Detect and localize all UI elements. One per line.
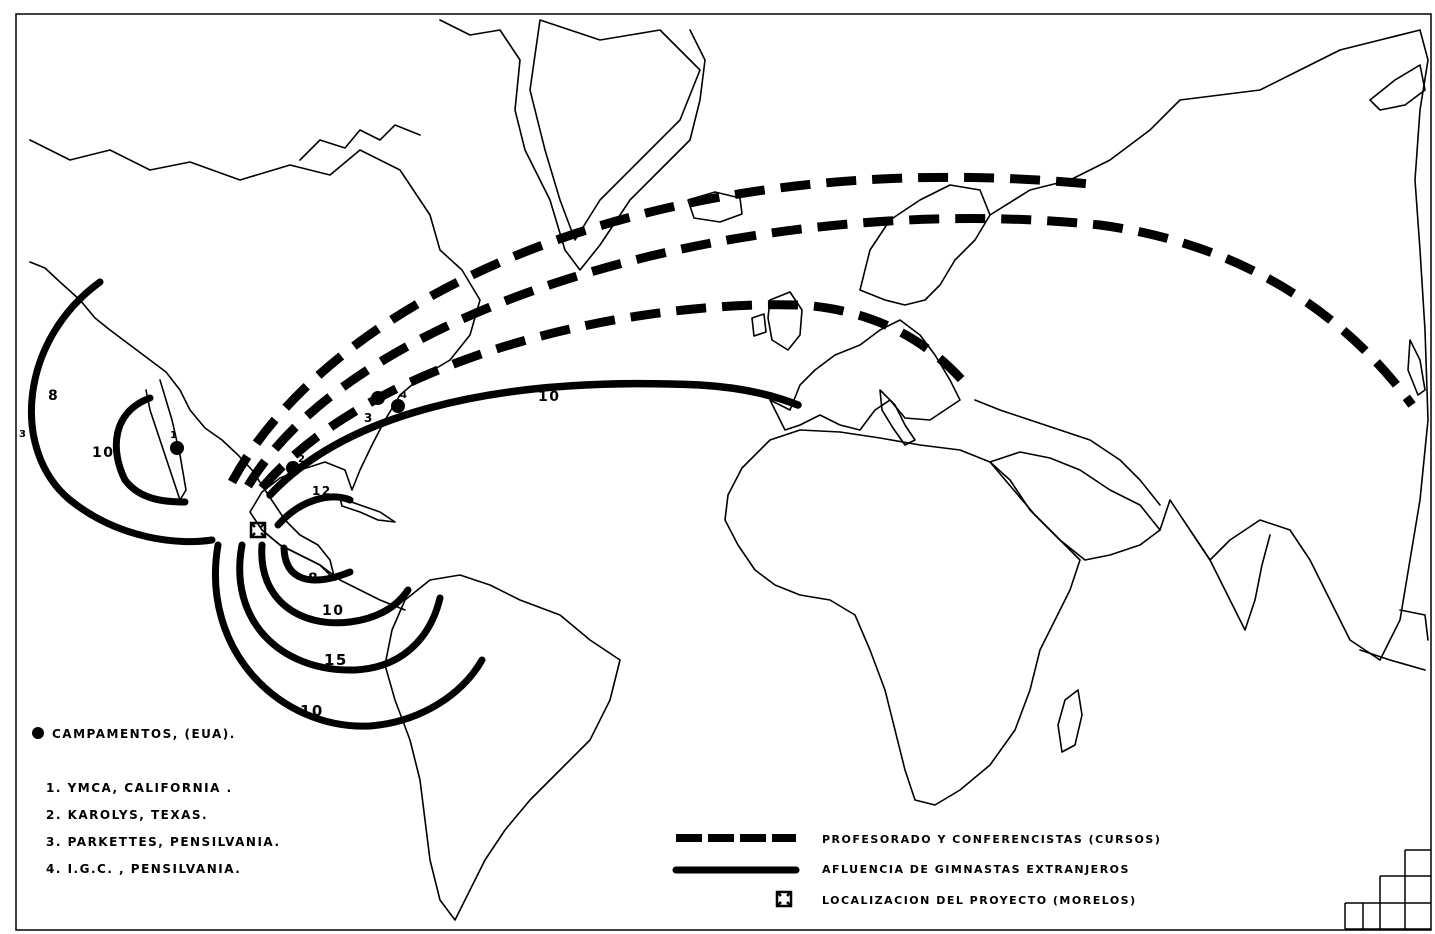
- camps-legend-title: CAMPAMENTOS, (EUA).: [52, 727, 236, 741]
- cuba-outline: [339, 497, 396, 523]
- asia-outline: [974, 29, 1429, 661]
- scandinavia-outline: [859, 184, 991, 306]
- japan-outline: [1407, 339, 1426, 396]
- arc-california-inner: [112, 394, 189, 506]
- southeast-islands-outline: [1359, 609, 1429, 671]
- camps-legend-item-2: 2. KAROLYS, TEXAS.: [46, 808, 208, 822]
- camp-number-karolys: 2: [298, 454, 306, 465]
- greenland-outline: [529, 19, 701, 241]
- dashed-flow-1: [228, 172, 1101, 485]
- coastlines: [29, 19, 1429, 921]
- label-california-outer: 8: [48, 388, 59, 404]
- camp-legend-dot: [32, 727, 44, 739]
- middle-east-outline: [989, 451, 1161, 561]
- camps-legend-item-4: 4. I.G.C. , PENSILVANIA.: [46, 862, 241, 876]
- label-california-edge: 3: [19, 429, 27, 440]
- africa-outline: [724, 429, 1081, 806]
- italy-outline: [879, 389, 916, 446]
- legend-solid-label: AFLUENCIA DE GIMNASTAS EXTRANJEROS: [822, 863, 1130, 876]
- dashed-flow-2: [244, 214, 1416, 489]
- label-south-outer: 10: [300, 702, 324, 720]
- arc-california-outer: [27, 278, 216, 546]
- camp-marker-karolys: [286, 461, 300, 475]
- label-south-15: 15: [324, 651, 348, 669]
- arc-south-15: [236, 541, 444, 674]
- camps-legend: CAMPAMENTOS, (EUA). 1. YMCA, CALIFORNIA …: [32, 727, 281, 876]
- arc-south-outer: [212, 541, 486, 730]
- solid-flow-europe: [266, 379, 802, 499]
- camp-marker-igc: [391, 399, 405, 413]
- dashed-flow-3: [258, 300, 966, 491]
- label-caribbean: 12: [312, 484, 332, 498]
- label-atlantic: 10: [538, 389, 560, 405]
- camp-number-igc: 4: [400, 390, 408, 401]
- solid-flows: [27, 278, 802, 730]
- legend-dashed-label: PROFESORADO Y CONFERENCISTAS (CURSOS): [822, 833, 1161, 846]
- arc-south-8: [280, 544, 354, 584]
- corner-grid: [1344, 849, 1431, 930]
- flows-legend: PROFESORADO Y CONFERENCISTAS (CURSOS) AF…: [672, 833, 1161, 908]
- iceland-outline: [687, 191, 743, 223]
- arc-caribbean-12: [274, 493, 354, 529]
- camp-marker-ymca: [170, 441, 184, 455]
- map-frame: [15, 13, 1432, 931]
- british-isles-outline: [751, 291, 803, 351]
- central-america-outline: [261, 529, 406, 611]
- project-location-icon: [249, 521, 267, 539]
- flow-labels: 8 3 10 10 12 8 10 15 10: [19, 388, 560, 720]
- label-south-10: 10: [322, 603, 344, 619]
- india-outline: [1189, 529, 1271, 631]
- dashed-flows: [228, 172, 1416, 491]
- europe-outline: [769, 319, 961, 431]
- label-south-8: 8: [308, 571, 319, 587]
- legend-project-label: LOCALIZACION DEL PROYECTO (MORELOS): [822, 894, 1137, 907]
- south-america-outline: [384, 574, 621, 921]
- legend-project-icon: [775, 890, 793, 908]
- arctic-islands-outline: [299, 19, 706, 271]
- camps-legend-item-3: 3. PARKETTES, PENSILVANIA.: [46, 835, 281, 849]
- camp-marker-parkettes: [371, 391, 385, 405]
- arc-south-10: [258, 541, 412, 627]
- madagascar-outline: [1057, 689, 1083, 753]
- camp-number-ymca: 1: [170, 430, 178, 441]
- camp-markers: 1 2 3 4: [170, 390, 408, 475]
- kamchatka-outline: [1369, 64, 1426, 111]
- camp-number-parkettes: 3: [364, 411, 374, 425]
- north-america-outline: [29, 139, 481, 581]
- label-california-inner: 10: [92, 445, 114, 461]
- camps-legend-item-1: 1. YMCA, CALIFORNIA .: [46, 781, 233, 795]
